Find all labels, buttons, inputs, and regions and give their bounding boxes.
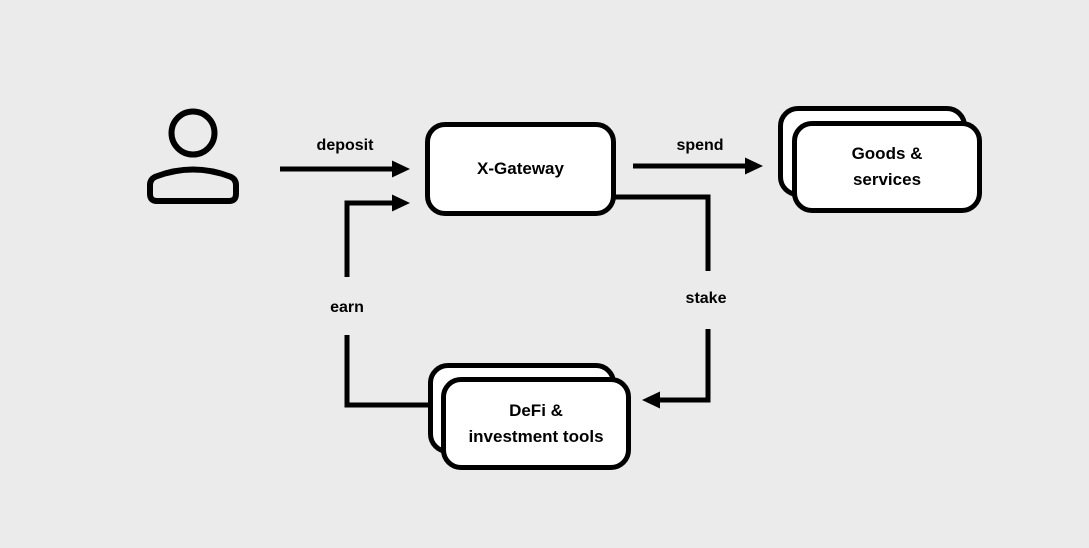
spend-edge-label: spend bbox=[676, 137, 724, 154]
x-gateway-node: X-Gateway bbox=[425, 122, 616, 216]
deposit-arrow bbox=[280, 160, 410, 178]
defi-node: DeFi & investment tools bbox=[441, 377, 631, 470]
stake-arrow bbox=[614, 194, 711, 409]
goods-services-label-line2: services bbox=[852, 170, 922, 189]
defi-label-line2: investment tools bbox=[468, 426, 604, 446]
defi-label-line1: DeFi & bbox=[509, 400, 563, 420]
earn-edge-label: earn bbox=[330, 299, 364, 316]
goods-services-node: Goods & services bbox=[792, 121, 982, 213]
stake-edge-label: stake bbox=[685, 290, 727, 307]
person-icon bbox=[147, 108, 239, 204]
x-gateway-label: X-Gateway bbox=[477, 159, 564, 178]
deposit-edge-label: deposit bbox=[316, 137, 374, 154]
spend-arrow bbox=[633, 157, 763, 175]
earn-arrow bbox=[344, 194, 430, 408]
goods-services-label-line1: Goods & bbox=[851, 144, 923, 163]
